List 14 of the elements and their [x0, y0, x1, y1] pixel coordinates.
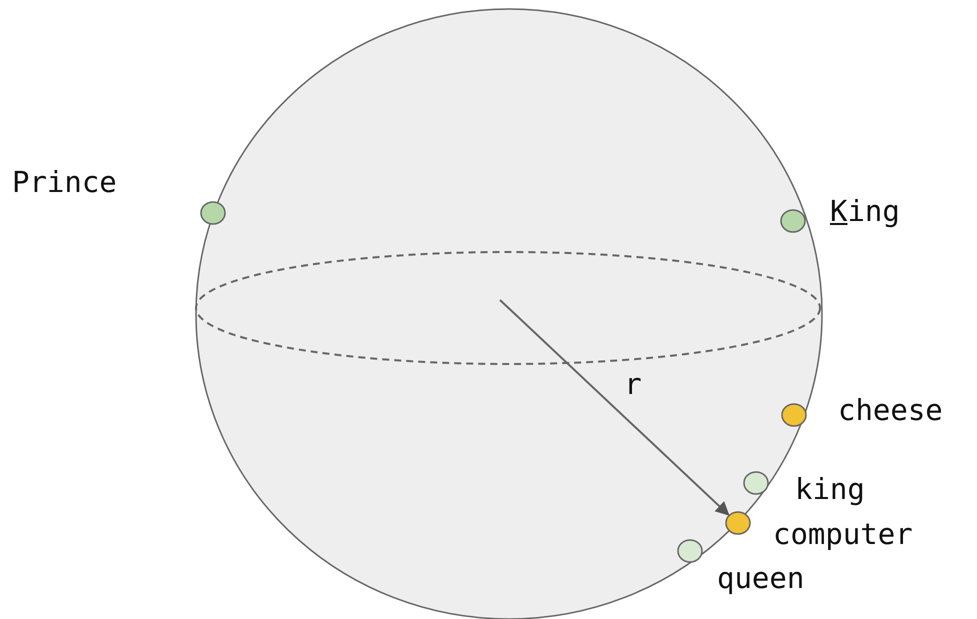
point-marker: [200, 201, 226, 225]
point-label: King: [830, 194, 900, 228]
point-label: cheese: [838, 393, 943, 427]
point-marker: [677, 539, 703, 563]
point-marker: [725, 511, 751, 535]
point-marker: [743, 471, 769, 495]
point-label: Prince: [12, 165, 117, 199]
edge-label: r: [624, 367, 642, 402]
radius-arrow: [499, 299, 730, 516]
point-label: computer: [773, 517, 913, 551]
point-label: queen: [717, 561, 804, 595]
point-marker: [780, 209, 806, 233]
point-marker: [781, 403, 807, 427]
point-label: king: [795, 472, 865, 506]
